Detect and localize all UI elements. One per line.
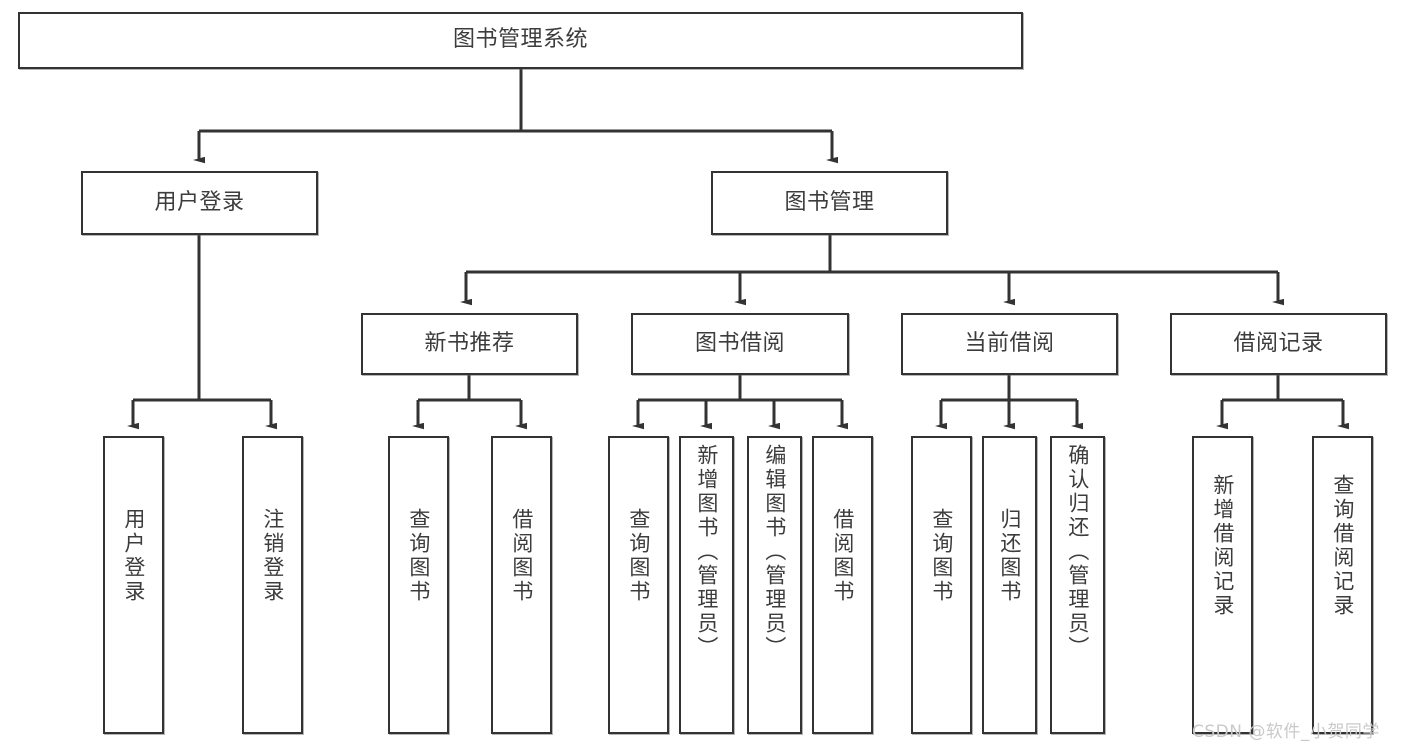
leaf-query-book-3[interactable]: 查询图书 — [911, 436, 972, 734]
node-book-management[interactable]: 图书管理 — [711, 171, 948, 235]
node-book-borrow-label: 图书借阅 — [694, 330, 785, 356]
leaf-confirm-return-admin-label: 确认归还（管理员） — [1065, 444, 1090, 660]
node-new-book-recommend-label: 新书推荐 — [424, 330, 515, 356]
node-borrow-record[interactable]: 借阅记录 — [1170, 313, 1387, 375]
leaf-query-book-3-label: 查询图书 — [929, 508, 954, 604]
node-book-management-label: 图书管理 — [784, 189, 875, 215]
leaf-query-book-2-label: 查询图书 — [626, 508, 651, 604]
leaf-user-login[interactable]: 用户登录 — [103, 436, 164, 734]
leaf-user-login-label: 用户登录 — [121, 508, 146, 604]
leaf-query-borrow-record-label: 查询借阅记录 — [1330, 474, 1355, 618]
leaf-logout[interactable]: 注销登录 — [242, 436, 303, 734]
leaf-edit-book-admin[interactable]: 编辑图书（管理员） — [747, 436, 802, 734]
node-root-label: 图书管理系统 — [452, 27, 588, 53]
node-user-login-label: 用户登录 — [154, 189, 245, 215]
leaf-query-book-2[interactable]: 查询图书 — [608, 436, 669, 734]
leaf-add-borrow-record-label: 新增借阅记录 — [1210, 474, 1235, 618]
leaf-query-book-1-label: 查询图书 — [406, 508, 431, 604]
node-user-login[interactable]: 用户登录 — [81, 171, 318, 235]
node-current-borrow[interactable]: 当前借阅 — [901, 313, 1118, 375]
leaf-confirm-return-admin[interactable]: 确认归还（管理员） — [1050, 436, 1105, 734]
leaf-query-book-1[interactable]: 查询图书 — [388, 436, 449, 734]
leaf-borrow-book-1[interactable]: 借阅图书 — [491, 436, 552, 734]
csdn-watermark: CSDN @软件_小贺同学 — [1192, 722, 1380, 742]
leaf-edit-book-admin-label: 编辑图书（管理员） — [762, 444, 787, 660]
node-borrow-record-label: 借阅记录 — [1233, 330, 1324, 356]
leaf-add-borrow-record[interactable]: 新增借阅记录 — [1192, 436, 1253, 734]
node-root[interactable]: 图书管理系统 — [18, 12, 1023, 69]
leaf-borrow-book-2-label: 借阅图书 — [830, 508, 855, 604]
leaf-add-book-admin-label: 新增图书（管理员） — [694, 444, 719, 660]
leaf-return-book[interactable]: 归还图书 — [982, 436, 1037, 734]
leaf-borrow-book-1-label: 借阅图书 — [509, 508, 534, 604]
leaf-logout-label: 注销登录 — [260, 508, 285, 604]
leaf-query-borrow-record[interactable]: 查询借阅记录 — [1312, 436, 1373, 734]
node-current-borrow-label: 当前借阅 — [964, 330, 1055, 356]
leaf-return-book-label: 归还图书 — [997, 508, 1022, 604]
leaf-add-book-admin[interactable]: 新增图书（管理员） — [679, 436, 734, 734]
node-book-borrow[interactable]: 图书借阅 — [631, 313, 849, 375]
leaf-borrow-book-2[interactable]: 借阅图书 — [812, 436, 873, 734]
node-new-book-recommend[interactable]: 新书推荐 — [361, 313, 578, 375]
